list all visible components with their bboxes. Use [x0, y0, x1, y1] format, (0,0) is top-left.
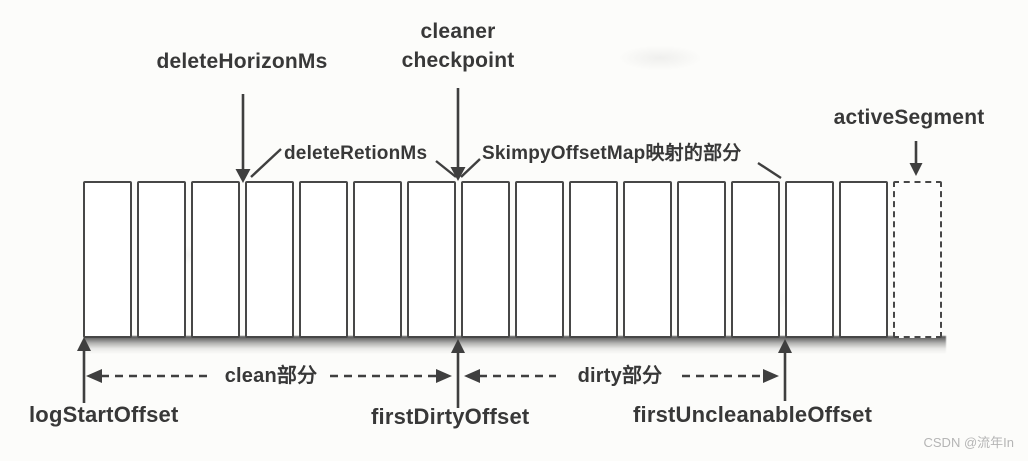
log-segment-box — [353, 181, 402, 338]
delete-retion-connector-lines — [250, 148, 457, 178]
cleaner-checkpoint-line1: cleaner — [420, 20, 496, 43]
active-segment-box — [893, 181, 942, 338]
first-uncleanable-offset-arrow-up — [778, 339, 792, 401]
log-segment-box — [839, 181, 888, 338]
first-dirty-offset-arrow-up — [451, 339, 465, 408]
log-segment-box — [407, 181, 456, 338]
log-segment-box — [515, 181, 564, 338]
csdn-watermark: CSDN @流年In — [923, 435, 1015, 450]
clean-section-label: clean部分 — [224, 365, 318, 387]
skimpy-offset-map-connector-lines — [460, 158, 782, 180]
segment-row — [83, 181, 947, 338]
log-segment-box — [731, 181, 780, 338]
delete-horizon-ms-label: deleteHorizonMs — [156, 50, 328, 73]
clean-range-dashed-arrow — [86, 369, 452, 383]
delete-retion-ms-label: deleteRetionMs — [284, 143, 428, 164]
log-segment-box — [299, 181, 348, 338]
active-segment-label: activeSegment — [833, 106, 985, 129]
log-segment-box — [245, 181, 294, 338]
skimpy-offset-map-label: SkimpyOffsetMap映射的部分 — [482, 143, 742, 164]
delete-horizon-arrow-down — [235, 94, 251, 183]
log-segment-box — [137, 181, 186, 338]
cleaner-checkpoint-line2: checkpoint — [401, 49, 515, 72]
log-segment-box — [461, 181, 510, 338]
cleaner-checkpoint-label: cleaner checkpoint — [402, 17, 515, 75]
dirty-section-label: dirty部分 — [577, 365, 663, 387]
first-uncleanable-offset-label: firstUncleanableOffset — [633, 402, 873, 427]
log-segment-box — [623, 181, 672, 338]
log-segment-box — [677, 181, 726, 338]
active-segment-arrow-down — [909, 141, 923, 176]
log-segment-box — [569, 181, 618, 338]
log-segment-box — [785, 181, 834, 338]
log-segment-box — [191, 181, 240, 338]
dirty-range-dashed-arrow — [464, 369, 779, 383]
log-segment-box — [83, 181, 132, 338]
cleaner-checkpoint-arrow-down — [450, 88, 466, 181]
first-dirty-offset-label: firstDirtyOffset — [371, 404, 530, 429]
log-start-offset-arrow-up — [77, 337, 91, 403]
log-start-offset-label: logStartOffset — [29, 402, 179, 427]
bar-shadow — [84, 336, 946, 354]
